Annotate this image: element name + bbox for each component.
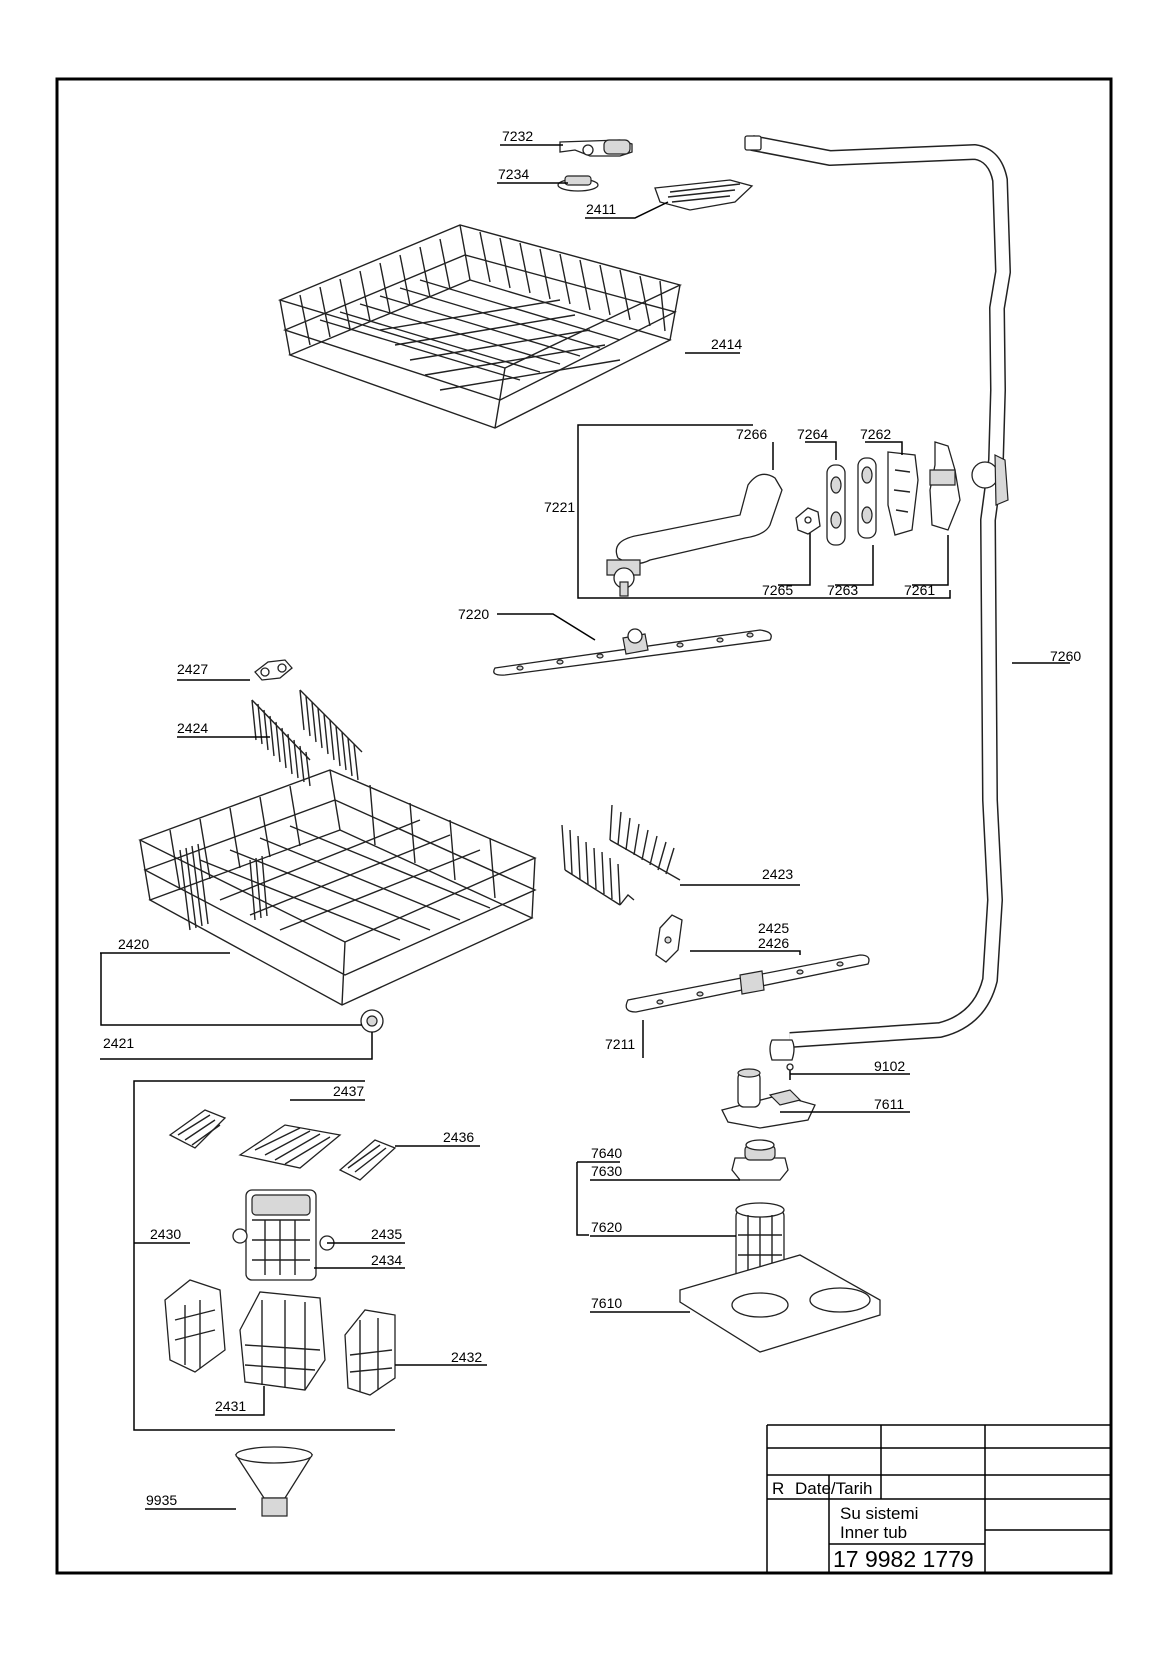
funnel-9935-drawing [234,1446,314,1517]
label-7264: 7264 [797,426,828,442]
label-7265: 7265 [762,582,793,598]
label-7630: 7630 [591,1163,622,1179]
label-2434: 2434 [371,1252,402,1268]
label-7262: 7262 [860,426,891,442]
part-7261-drawing [929,441,961,531]
screw-9102-drawing [786,1063,794,1080]
group-bracket-7221 [577,424,951,599]
label-7620: 7620 [591,1219,622,1235]
coarse-filter-7630-drawing [731,1139,789,1181]
wheel-2421-drawing [360,1009,384,1033]
label-2421: 2421 [103,1035,134,1051]
water-pipe-7260-drawing [744,135,1011,1061]
upper-spray-arm-assembly-drawing [606,473,783,597]
lower-basket-2420-drawing [138,769,537,1006]
label-2432: 2432 [451,1349,482,1365]
part-number: 17 9982 1779 [833,1546,974,1572]
label-7260: 7260 [1050,648,1081,664]
label-2426: 2426 [758,935,789,951]
title-english: Inner tub [840,1523,907,1542]
label-7611: 7611 [874,1096,904,1112]
clip-2427-drawing [254,659,293,681]
upper-spray-arm-7220-drawing [493,628,772,676]
folding-tines-2423-drawing [561,804,681,906]
holder-2425-2426-drawing [655,914,683,963]
label-2424: 2424 [177,720,208,736]
label-7221: 7221 [544,499,575,515]
label-2431: 2431 [215,1398,246,1414]
basket-left-drawing [164,1279,226,1373]
label-7610: 7610 [591,1295,622,1311]
cover-2436-drawing [338,1139,397,1181]
lower-spray-arm-7211-drawing [625,954,870,1013]
upper-basket-2414-drawing [277,224,683,429]
label-2423: 2423 [762,866,793,882]
sump-7611-drawing [721,1068,816,1129]
title-turkish: Su sistemi [840,1504,918,1523]
part-7232-drawing [559,139,633,157]
basket-2431-drawing [239,1291,326,1391]
label-2411: 2411 [586,201,616,217]
part-2411-drawing [654,179,754,211]
label-7211: 7211 [605,1036,635,1052]
label-2436: 2436 [443,1129,474,1145]
label-7232: 7232 [502,128,533,144]
label-7261: 7261 [904,582,935,598]
title-block [766,1424,1110,1573]
label-9102: 9102 [874,1058,905,1074]
part-7234-drawing [557,175,599,192]
label-7220: 7220 [458,606,489,622]
revision-label: R [772,1479,784,1498]
label-2437: 2437 [333,1083,364,1099]
label-2427: 2427 [177,661,208,677]
cover-2437-b-drawing [238,1124,342,1169]
clip-2435-drawing [232,1228,335,1251]
tine-rack-2424-drawing [251,689,363,787]
group-bracket-2430 [133,1080,395,1431]
label-7263: 7263 [827,582,858,598]
label-2430: 2430 [150,1226,181,1242]
part-7262-drawing [887,451,919,536]
flat-filter-7610-drawing [679,1254,881,1353]
date-label: Date/Tarih [795,1479,872,1498]
label-7640: 7640 [591,1145,622,1161]
leader-lines [100,144,1070,1510]
cover-2437-drawing [168,1109,227,1149]
label-2420: 2420 [118,936,149,952]
label-9935: 9935 [146,1492,177,1508]
label-2414: 2414 [711,336,742,352]
part-7265-drawing [795,507,821,535]
label-2425: 2425 [758,920,789,936]
basket-handle-2434-drawing [245,1189,317,1281]
basket-2432-drawing [344,1309,396,1396]
drawing-frame [55,77,1113,1575]
part-7264-drawing [826,464,846,546]
part-7263-drawing [857,457,877,539]
label-7266: 7266 [736,426,767,442]
label-7234: 7234 [498,166,529,182]
label-2435: 2435 [371,1226,402,1242]
